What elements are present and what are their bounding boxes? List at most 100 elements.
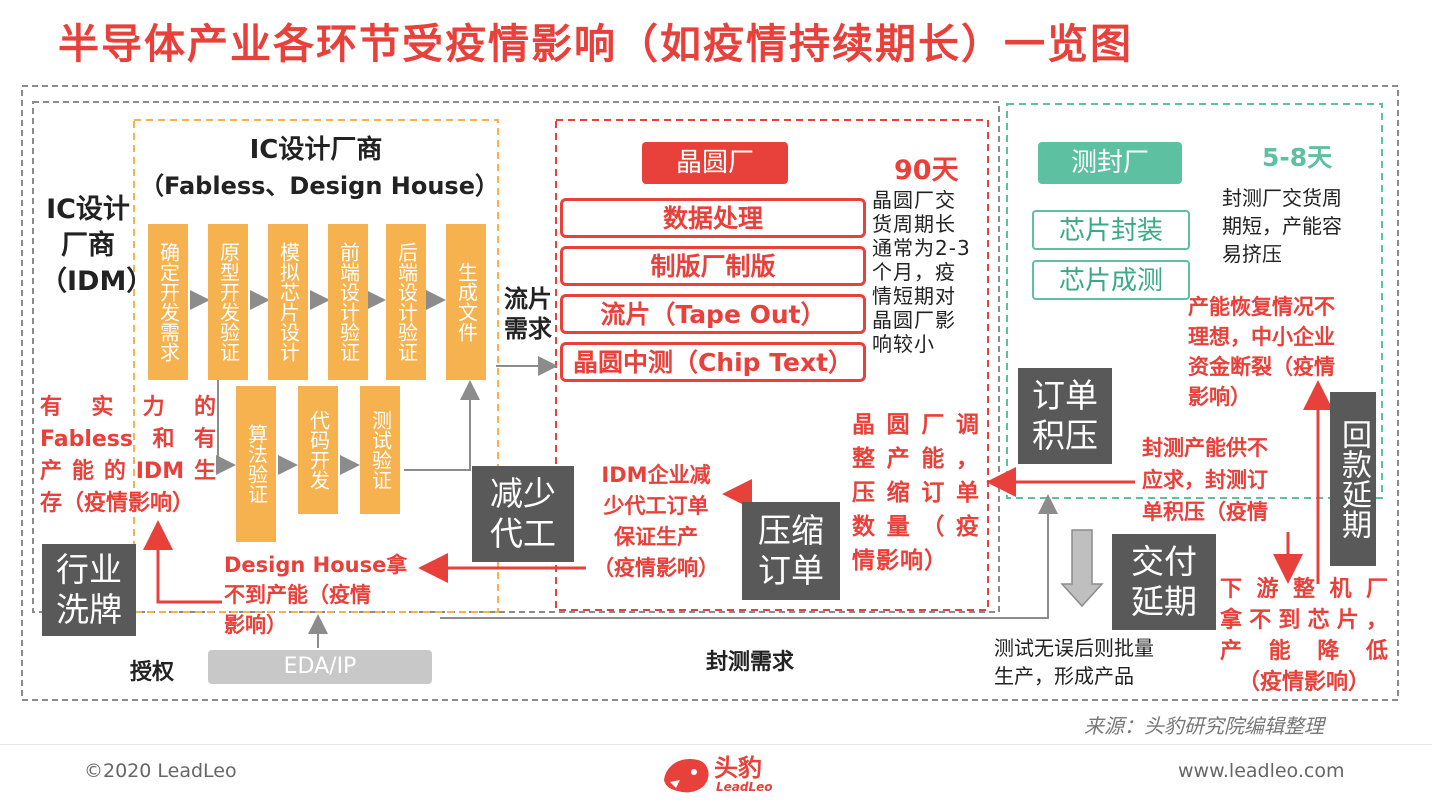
note-line: 有实力的 bbox=[40, 395, 216, 420]
footer-url: www.leadleo.com bbox=[1178, 760, 1345, 782]
fab-step-data-processing: 数据处理 bbox=[560, 198, 866, 238]
inner-frame bbox=[32, 101, 1000, 613]
note-line: IDM企业减 bbox=[601, 463, 711, 487]
footer-copyright: ©2020 LeadLeo bbox=[84, 760, 237, 782]
pkg-demand-label: 封测需求 bbox=[706, 650, 795, 675]
packaging-days: 5-8天 bbox=[1262, 143, 1333, 172]
authorization-label: 授权 bbox=[130, 660, 175, 685]
idm-label-line3: （IDM） bbox=[40, 266, 154, 297]
note-line: Fabless和有 bbox=[40, 427, 216, 452]
label-industry-reshuffle: 行业 洗牌 bbox=[42, 544, 136, 636]
idm-label-line2: 厂商 bbox=[61, 230, 115, 261]
step-backend-verify: 后端设计验证 bbox=[386, 224, 426, 380]
test-note-line: 测试无误后则批量 bbox=[994, 636, 1154, 660]
label-line: 订单 bbox=[1032, 376, 1098, 415]
note-line: 产能降低 bbox=[1220, 639, 1388, 664]
down-arrow-icon bbox=[1060, 529, 1104, 608]
note-line: 少代工订单 bbox=[603, 494, 709, 518]
label-line: 代工 bbox=[490, 514, 556, 553]
note-line: 单积压（疫情 bbox=[1142, 500, 1268, 524]
note-line: 封测产能供不 bbox=[1142, 436, 1268, 460]
leopard-logo-icon bbox=[664, 758, 709, 793]
note-idm-reduce: IDM企业减 少代工订单 保证生产 （疫情影响） bbox=[584, 460, 728, 584]
fab-note: 晶圆厂交 货周期长 通常为2-3 个月，疫 情短期对 晶圆厂影 响较小 bbox=[872, 188, 982, 356]
page-title: 半导体产业各环节受疫情影响（如疫情持续期长）一览图 bbox=[58, 20, 1133, 68]
footer-logo-en: LeadLeo bbox=[716, 780, 773, 794]
packaging-note: 封测厂交货周 期短，产能容 易挤压 bbox=[1222, 184, 1372, 268]
label-delivery-delay: 交付 延期 bbox=[1112, 534, 1216, 630]
step-confirm-requirements: 确定开发需求 bbox=[148, 224, 188, 380]
fab-note-line: 晶圆厂影 bbox=[872, 308, 956, 332]
label-line: 积压 bbox=[1032, 416, 1098, 455]
packaging-header: 测封厂 bbox=[1038, 142, 1182, 184]
note-design-house: Design House拿 不到产能（疫情 影响） bbox=[224, 550, 424, 640]
test-note-line: 生产，形成产品 bbox=[994, 664, 1134, 688]
note-pkg-supply: 封测产能供不 应求，封测订 单积压（疫情 bbox=[1142, 432, 1312, 528]
label-order-backlog: 订单 积压 bbox=[1018, 368, 1112, 464]
note-line: 产能的IDM生 bbox=[40, 459, 216, 484]
packaging-note-line: 封测厂交货周 bbox=[1222, 186, 1342, 210]
label-line: 压缩 bbox=[758, 511, 824, 550]
step-generate-files: 生成文件 bbox=[446, 224, 486, 380]
step-analog-design: 模拟芯片设计 bbox=[268, 224, 308, 380]
fab-note-line: 晶圆厂交 bbox=[872, 188, 956, 212]
footer-divider bbox=[0, 744, 1432, 745]
fab-step-mask-making: 制版厂制版 bbox=[560, 246, 866, 286]
test-note: 测试无误后则批量 生产，形成产品 bbox=[994, 634, 1194, 690]
note-downstream: 下游整机厂 拿不到芯片， 产能降低 （疫情影响） bbox=[1220, 574, 1388, 698]
note-line: 产能恢复情况不 bbox=[1188, 295, 1335, 319]
source-note: 来源：头豹研究院编辑整理 bbox=[1084, 714, 1324, 738]
footer-logo: 头豹 LeadLeo bbox=[660, 748, 790, 800]
note-strong-survive: 有实力的 Fabless和有 产能的IDM生 存（疫情影响） bbox=[40, 392, 216, 520]
outer-frame bbox=[21, 85, 1399, 701]
fab-note-line: 响较小 bbox=[872, 332, 935, 356]
fabless-heading-line2: （Fabless、Design House） bbox=[140, 172, 499, 200]
step-prototype-verify: 原型开发验证 bbox=[208, 224, 248, 380]
idm-label: IC设计 厂商 （IDM） bbox=[40, 192, 154, 300]
note-line: 不到产能（疫情 bbox=[224, 583, 371, 607]
step-algorithm-verify: 算法验证 bbox=[236, 386, 276, 542]
packaging-note-line: 易挤压 bbox=[1222, 242, 1282, 266]
fabless-heading: IC设计厂商 （Fabless、Design House） bbox=[140, 132, 499, 204]
fab-note-line: 情短期对 bbox=[872, 284, 956, 308]
label-line: 洗牌 bbox=[56, 590, 122, 629]
note-line: 存（疫情影响） bbox=[40, 491, 195, 516]
eda-ip-box: EDA/IP bbox=[208, 650, 432, 684]
note-line: Design House拿 bbox=[224, 553, 408, 577]
packaging-note-line: 期短，产能容 bbox=[1222, 214, 1342, 238]
label-line: 交付 bbox=[1131, 542, 1197, 581]
footer-logo-cn: 头豹 bbox=[714, 754, 762, 782]
fab-note-line: 通常为2-3 bbox=[872, 236, 971, 260]
label-compress-orders: 压缩 订单 bbox=[742, 502, 840, 600]
note-line: 情影响） bbox=[852, 548, 948, 574]
idm-label-line1: IC设计 bbox=[46, 194, 130, 225]
note-line: 保证生产 bbox=[614, 525, 698, 549]
note-line: 拿不到芯片， bbox=[1220, 608, 1388, 633]
fab-days: 90天 bbox=[894, 155, 959, 186]
note-line: 应求，封测订 bbox=[1142, 468, 1268, 492]
note-line: 整产能， bbox=[852, 446, 980, 472]
label-payment-delay: 回款延期 bbox=[1330, 392, 1376, 566]
note-line: （疫情影响） bbox=[593, 556, 719, 580]
note-line: 下游整机厂 bbox=[1220, 577, 1388, 602]
pkg-step-final-test: 芯片成测 bbox=[1032, 260, 1190, 300]
fab-step-chip-test: 晶圆中测（Chip Text） bbox=[560, 342, 866, 382]
fab-header: 晶圆厂 bbox=[642, 142, 788, 184]
note-fab-adjust: 晶圆厂调 整产能， 压缩订单 数量（疫 情影响） bbox=[852, 408, 980, 578]
label-line: 行业 bbox=[56, 550, 122, 589]
label-reduce-foundry: 减少 代工 bbox=[472, 466, 574, 562]
note-line: 资金断裂（疫情 bbox=[1188, 355, 1335, 379]
note-line: 理想，中小企业 bbox=[1188, 325, 1335, 349]
note-line: 影响） bbox=[224, 613, 287, 637]
fab-note-line: 个月，疫 bbox=[872, 260, 956, 284]
tapeout-demand-label: 流片需求 bbox=[504, 285, 552, 343]
note-line: （疫情影响） bbox=[1237, 670, 1370, 695]
label-line: 减少 bbox=[490, 474, 556, 513]
fab-note-line: 货周期长 bbox=[872, 212, 956, 236]
note-line: 晶圆厂调 bbox=[852, 412, 980, 438]
fabless-heading-line1: IC设计厂商 bbox=[249, 135, 383, 165]
step-code-dev: 代码开发 bbox=[298, 386, 338, 514]
label-line: 延期 bbox=[1131, 582, 1197, 621]
note-capacity-recovery: 产能恢复情况不 理想，中小企业 资金断裂（疫情 影响） bbox=[1188, 292, 1378, 412]
